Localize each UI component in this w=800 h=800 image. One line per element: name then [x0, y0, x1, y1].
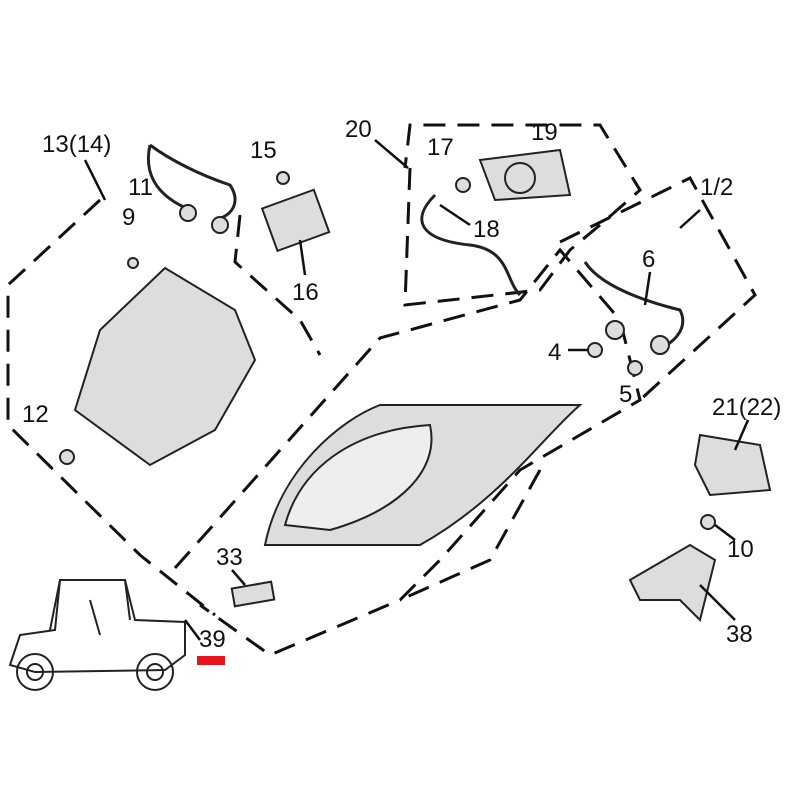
label-11: 11	[128, 174, 153, 201]
group-outline-left-top	[233, 214, 322, 356]
leader-21	[733, 419, 750, 451]
label-20: 20	[345, 116, 372, 143]
leader-1-2	[679, 209, 701, 229]
bolt-5	[627, 360, 643, 376]
label-1-2: 1/2	[700, 174, 733, 201]
relay-box	[260, 188, 331, 253]
group-outline-center-bottom	[399, 469, 542, 602]
label-9: 9	[122, 204, 135, 231]
label-6: 6	[642, 246, 655, 273]
label-18: 18	[473, 216, 500, 243]
wire-harness-top	[420, 193, 522, 297]
bulb-socket-11b	[211, 216, 229, 234]
vehicle-locator-icon	[8, 579, 186, 691]
wire-harness-right	[583, 261, 684, 350]
screw-12	[59, 449, 75, 465]
label-13-14: 13(14)	[42, 131, 111, 158]
ignition-cylinder	[504, 162, 536, 194]
leader-6	[643, 271, 652, 306]
leader-13	[83, 159, 107, 201]
bulb-socket-6a	[605, 320, 625, 340]
screw-15	[276, 171, 290, 185]
screw-9	[127, 257, 139, 269]
bracket-38	[628, 543, 717, 622]
group-outline-top-box	[403, 123, 642, 307]
bolt-4	[587, 342, 603, 358]
headlight-assembly-left	[73, 266, 257, 467]
bulb-socket-11a	[179, 204, 197, 222]
group-outline-right	[559, 176, 757, 402]
label-4: 4	[548, 339, 561, 366]
group-outline-left	[6, 198, 216, 617]
label-39: 39	[199, 626, 226, 653]
label-10: 10	[727, 536, 754, 563]
label-15: 15	[250, 137, 277, 164]
leader-18	[439, 203, 471, 227]
leader-16	[298, 239, 307, 276]
location-marker	[197, 656, 225, 665]
label-33: 33	[216, 544, 243, 571]
component-21-22	[693, 433, 772, 497]
label-38: 38	[726, 621, 753, 648]
leader-20	[374, 139, 409, 169]
leader-33	[231, 569, 246, 586]
leader-39	[184, 619, 201, 641]
leader-10	[714, 524, 736, 541]
label-21-22: 21(22)	[712, 394, 781, 421]
screw-17	[455, 177, 471, 193]
leader-38	[699, 584, 736, 621]
bolt-10	[700, 514, 716, 530]
group-outline-center	[173, 247, 642, 657]
headlight-lens-center	[283, 423, 433, 532]
label-5: 5	[619, 381, 632, 408]
label-17: 17	[427, 134, 454, 161]
label-12: 12	[22, 401, 49, 428]
bulb-socket-6b	[650, 335, 670, 355]
switch-33	[230, 580, 276, 608]
label-16: 16	[292, 279, 319, 306]
label-19: 19	[531, 119, 558, 146]
